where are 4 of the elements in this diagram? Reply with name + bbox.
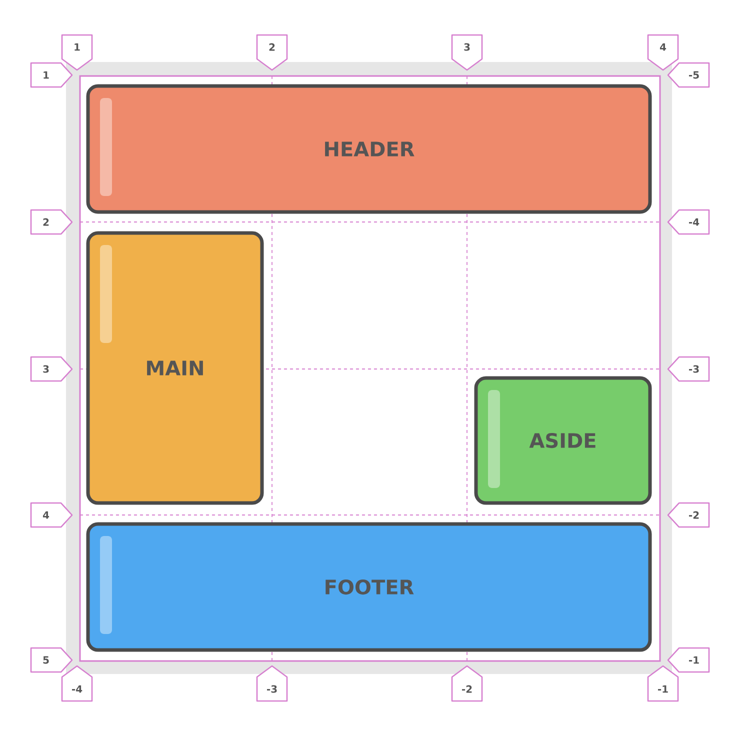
grid-item-box: HEADER bbox=[86, 84, 652, 214]
grid-item-box: FOOTER bbox=[86, 522, 652, 652]
grid-item-box: ASIDE bbox=[474, 376, 652, 505]
grid-item-box: MAIN bbox=[86, 231, 264, 505]
